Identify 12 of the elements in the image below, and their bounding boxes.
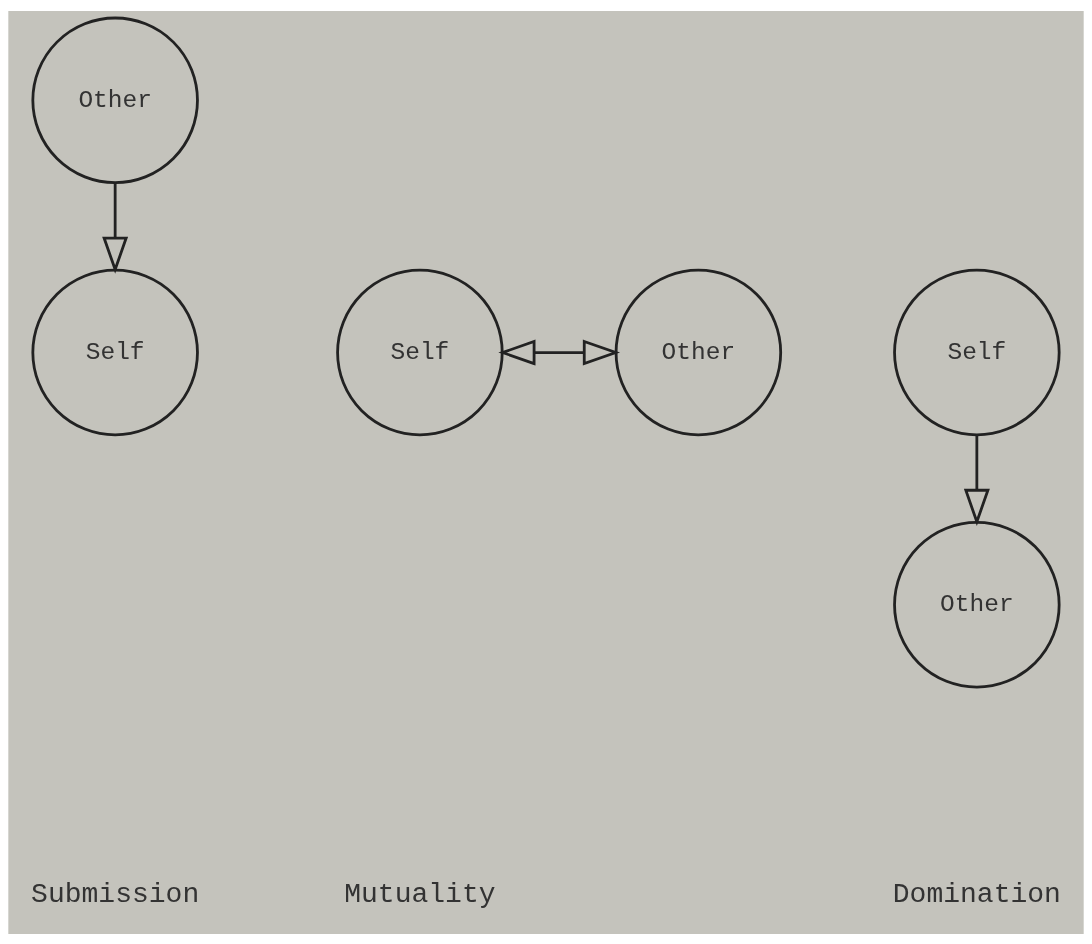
- node-circle: Self: [31, 268, 199, 436]
- node-circle: Other: [614, 268, 783, 436]
- node-circle: Other: [31, 16, 199, 184]
- label: Mutuality: [344, 878, 496, 910]
- arrow: [102, 182, 129, 274]
- label: Submission: [31, 878, 200, 910]
- node-circle: Self: [336, 268, 504, 436]
- arrow: [963, 434, 990, 526]
- node-circle: Self: [893, 268, 1061, 436]
- label: Domination: [892, 878, 1061, 910]
- arrow: [498, 339, 620, 366]
- node-circle: Other: [893, 520, 1061, 688]
